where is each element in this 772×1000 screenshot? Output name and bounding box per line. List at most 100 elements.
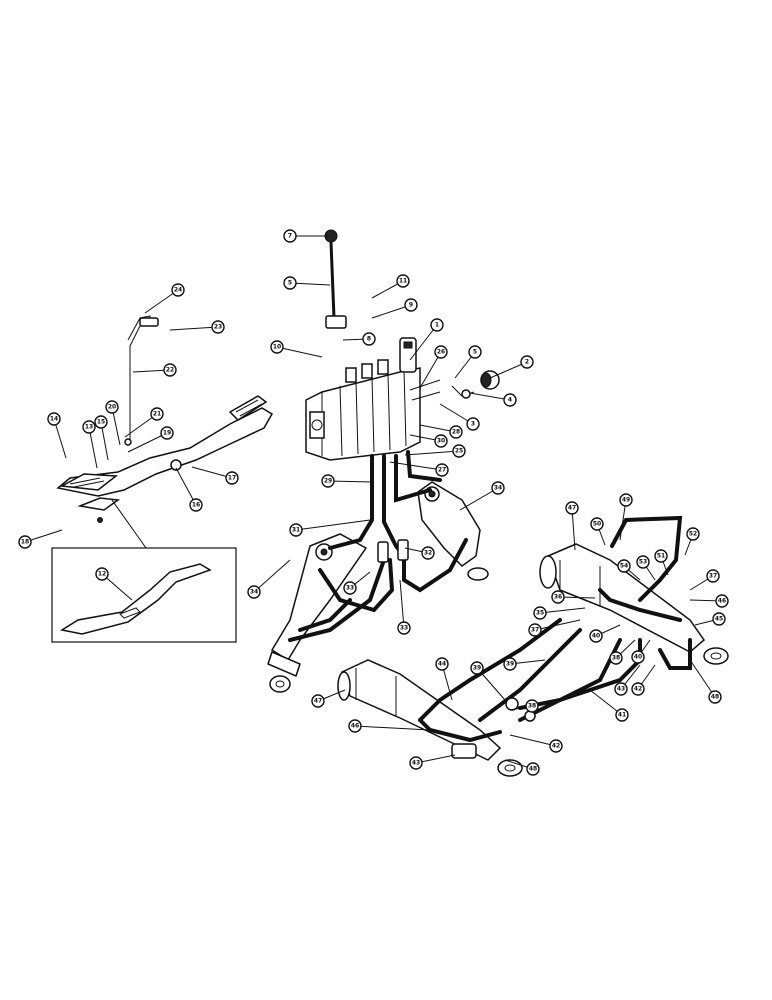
callout-9: 9: [371, 298, 418, 319]
callout-number: 11: [399, 278, 407, 285]
callout-26: 26: [419, 345, 448, 389]
callout-number: 5: [473, 349, 477, 356]
callout-number: 2: [525, 359, 529, 366]
callout-circle: [247, 585, 261, 599]
callout-circle: [150, 407, 164, 421]
callout-circle: [348, 719, 362, 733]
leader-line: [399, 579, 405, 629]
callout-number: 42: [634, 686, 642, 693]
callout-circle: [468, 345, 482, 359]
callout-number: 5: [288, 280, 292, 287]
callout-circle: [163, 363, 177, 377]
leader-line: [571, 507, 576, 551]
callout-41: 41: [589, 689, 629, 722]
callout-circle: [82, 420, 96, 434]
callout-42: 42: [631, 664, 656, 696]
leader-line: [509, 734, 557, 747]
callout-number: 54: [620, 563, 628, 570]
callout-circle: [636, 555, 650, 569]
callout-number: 25: [455, 448, 463, 455]
callout-circle: [525, 699, 539, 713]
callout-circle: [619, 493, 633, 507]
callout-46: 46: [348, 719, 431, 733]
leader-line: [88, 426, 98, 469]
callout-number: 43: [617, 686, 625, 693]
callout-circle: [18, 535, 32, 549]
callout-number: 28: [452, 429, 460, 436]
callout-number: 38: [528, 703, 536, 710]
callout-21: 21: [124, 407, 164, 438]
callout-5: 5: [283, 276, 331, 290]
callout-number: 19: [163, 430, 171, 437]
callout-number: 22: [166, 367, 174, 374]
leader-line: [389, 461, 443, 471]
leader-line: [619, 499, 627, 541]
leader-line: [689, 659, 716, 698]
leader-line: [191, 466, 233, 479]
callout-40: 40: [631, 639, 651, 664]
callout-circle: [225, 471, 239, 485]
callout-number: 40: [592, 633, 600, 640]
callout-circle: [189, 498, 203, 512]
callout-number: 46: [718, 598, 726, 605]
callout-47: 47: [565, 501, 579, 551]
callout-number: 13: [85, 424, 93, 431]
callout-number: 33: [346, 585, 354, 592]
right-cylinder-upper: [539, 543, 729, 665]
callout-50: 50: [590, 517, 606, 546]
callout-number: 49: [622, 497, 630, 504]
callout-31: 31: [289, 519, 371, 537]
callout-number: 30: [437, 438, 445, 445]
callout-number: 9: [409, 302, 413, 309]
callout-number: 41: [618, 712, 626, 719]
leader-line: [469, 392, 511, 401]
callout-36: 36: [551, 590, 596, 604]
callout-circle: [715, 594, 729, 608]
callout-circle: [503, 657, 517, 671]
callout-circle: [105, 400, 119, 414]
callout-number: 29: [324, 478, 332, 485]
callout-33: 33: [397, 579, 411, 635]
callout-circle: [686, 527, 700, 541]
callout-number: 35: [536, 610, 544, 617]
leader-line: [144, 289, 179, 314]
callout-number: 12: [98, 571, 106, 578]
callout-circle: [491, 481, 505, 495]
callout-circle: [435, 463, 449, 477]
callout-number: 34: [494, 485, 502, 492]
callout-53: 53: [636, 555, 656, 581]
callout-number: 32: [424, 550, 432, 557]
callout-45: 45: [694, 612, 726, 626]
callout-circle: [430, 318, 444, 332]
callout-2: 2: [489, 355, 534, 379]
pedal-inset-box: [51, 499, 237, 643]
leader-line: [539, 607, 586, 614]
callout-12: 12: [95, 567, 133, 601]
callout-circle: [343, 581, 357, 595]
callout-number: 18: [21, 539, 29, 546]
callout-34: 34: [459, 481, 505, 511]
callout-33: 33: [343, 571, 371, 595]
callout-circle: [503, 393, 517, 407]
callout-25: 25: [404, 444, 466, 458]
callout-37: 37: [528, 619, 581, 637]
callout-circle: [708, 690, 722, 704]
leader-line: [419, 351, 442, 389]
callout-13: 13: [82, 420, 98, 469]
callout-46: 46: [689, 594, 729, 608]
callout-number: 14: [50, 416, 58, 423]
callout-circle: [94, 415, 108, 429]
leader-line: [276, 346, 323, 358]
callout-11: 11: [371, 274, 410, 299]
callout-number: 50: [593, 521, 601, 528]
callout-circle: [654, 549, 668, 563]
callout-number: 53: [639, 559, 647, 566]
callout-10: 10: [270, 340, 323, 358]
callout-circle: [609, 651, 623, 665]
callout-number: 51: [657, 553, 665, 560]
leader-line: [127, 432, 168, 453]
callout-15: 15: [94, 415, 109, 461]
callout-circle: [449, 425, 463, 439]
callout-30: 30: [409, 434, 448, 448]
